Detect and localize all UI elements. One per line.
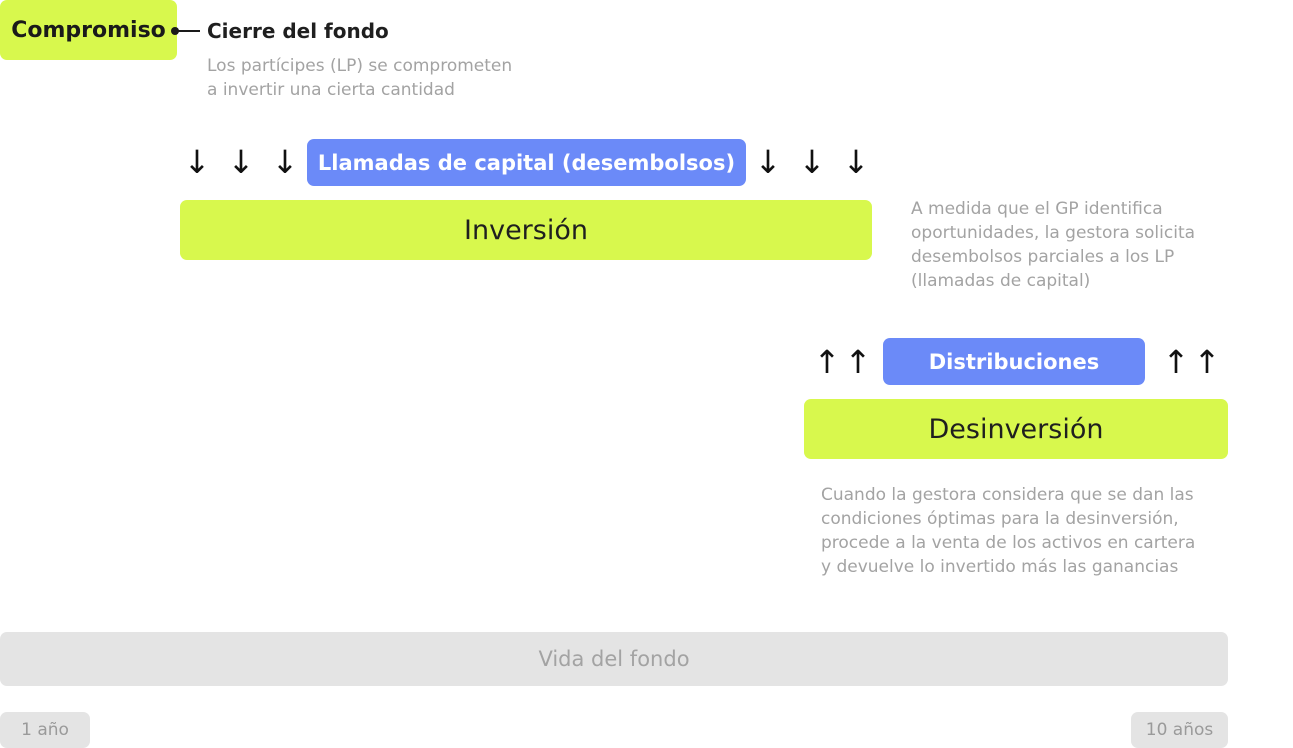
- down-arrow-icon: ↓: [183, 143, 211, 181]
- timeline-end-text: 10 años: [1145, 720, 1214, 740]
- down-arrow-icon: ↓: [271, 143, 299, 181]
- commitment-description: Los partícipes (LP) se comprometen a inv…: [207, 54, 512, 102]
- commitment-badge-label: Compromiso: [11, 17, 166, 43]
- investment-bar: Inversión: [180, 200, 872, 260]
- fund-life-label: Vida del fondo: [538, 647, 690, 671]
- investment-desc-line: A medida que el GP identifica: [911, 199, 1163, 219]
- down-arrow-icon: ↓: [227, 143, 255, 181]
- timeline-end-label: 10 años: [1131, 712, 1228, 748]
- timeline-start-label: 1 año: [0, 712, 90, 748]
- capital-calls-label: Llamadas de capital (desembolsos): [307, 139, 746, 186]
- commitment-desc-line: Los partícipes (LP) se comprometen: [207, 56, 513, 76]
- down-arrow-icon: ↓: [842, 143, 870, 181]
- fund-life-bar: Vida del fondo: [0, 632, 1228, 686]
- distributions-text: Distribuciones: [928, 349, 1100, 374]
- up-arrow-icon: ↑: [844, 343, 872, 381]
- divestment-description: Cuando la gestora considera que se dan l…: [821, 483, 1195, 579]
- distributions-label: Distribuciones: [883, 338, 1145, 385]
- commitment-connector-line: [178, 30, 200, 32]
- commitment-connector-dot: [171, 27, 179, 35]
- divestment-bar: Desinversión: [804, 399, 1228, 459]
- up-arrow-icon: ↑: [1162, 343, 1190, 381]
- down-arrow-icon: ↓: [798, 143, 826, 181]
- up-arrow-icon: ↑: [1193, 343, 1221, 381]
- divestment-desc-line: y devuelve lo invertido más las ganancia…: [821, 557, 1179, 577]
- divestment-desc-line: condiciones óptimas para la desinversión…: [821, 509, 1179, 529]
- investment-bar-label: Inversión: [464, 214, 588, 246]
- divestment-desc-line: procede a la venta de los activos en car…: [821, 533, 1196, 553]
- divestment-desc-line: Cuando la gestora considera que se dan l…: [821, 485, 1194, 505]
- up-arrow-icon: ↑: [813, 343, 841, 381]
- commitment-badge: Compromiso: [0, 0, 177, 60]
- timeline-start-text: 1 año: [21, 720, 69, 740]
- down-arrow-icon: ↓: [754, 143, 782, 181]
- capital-calls-text: Llamadas de capital (desembolsos): [317, 150, 736, 175]
- investment-desc-line: (llamadas de capital): [911, 271, 1091, 291]
- commitment-title: Cierre del fondo: [207, 19, 389, 43]
- investment-desc-line: oportunidades, la gestora solicita: [911, 223, 1196, 243]
- divestment-bar-label: Desinversión: [928, 413, 1104, 445]
- commitment-desc-line: a invertir una cierta cantidad: [207, 80, 455, 100]
- investment-desc-line: desembolsos parciales a los LP: [911, 247, 1175, 267]
- investment-description: A medida que el GP identifica oportunida…: [911, 197, 1195, 293]
